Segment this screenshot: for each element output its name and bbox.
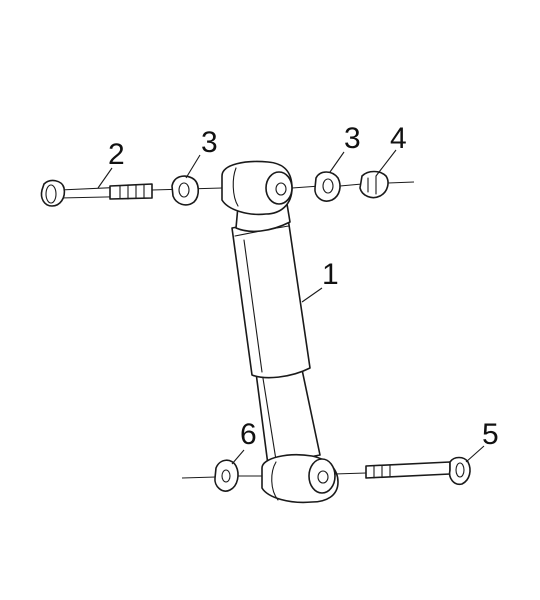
washer-left <box>171 175 200 206</box>
washer-right <box>291 171 341 202</box>
callout-3-right: 3 <box>344 122 361 155</box>
shock-absorber <box>221 160 339 504</box>
lower-washer <box>181 459 262 492</box>
upper-bolt <box>40 179 223 207</box>
callout-4: 4 <box>390 122 407 155</box>
callout-6: 6 <box>240 418 257 451</box>
callout-3-left: 3 <box>201 126 218 159</box>
callout-5: 5 <box>482 418 499 451</box>
callout-1: 1 <box>322 258 339 291</box>
lower-bolt <box>333 456 471 486</box>
leader-lines <box>97 149 485 465</box>
callout-2: 2 <box>108 138 125 171</box>
upper-nut <box>339 170 415 199</box>
